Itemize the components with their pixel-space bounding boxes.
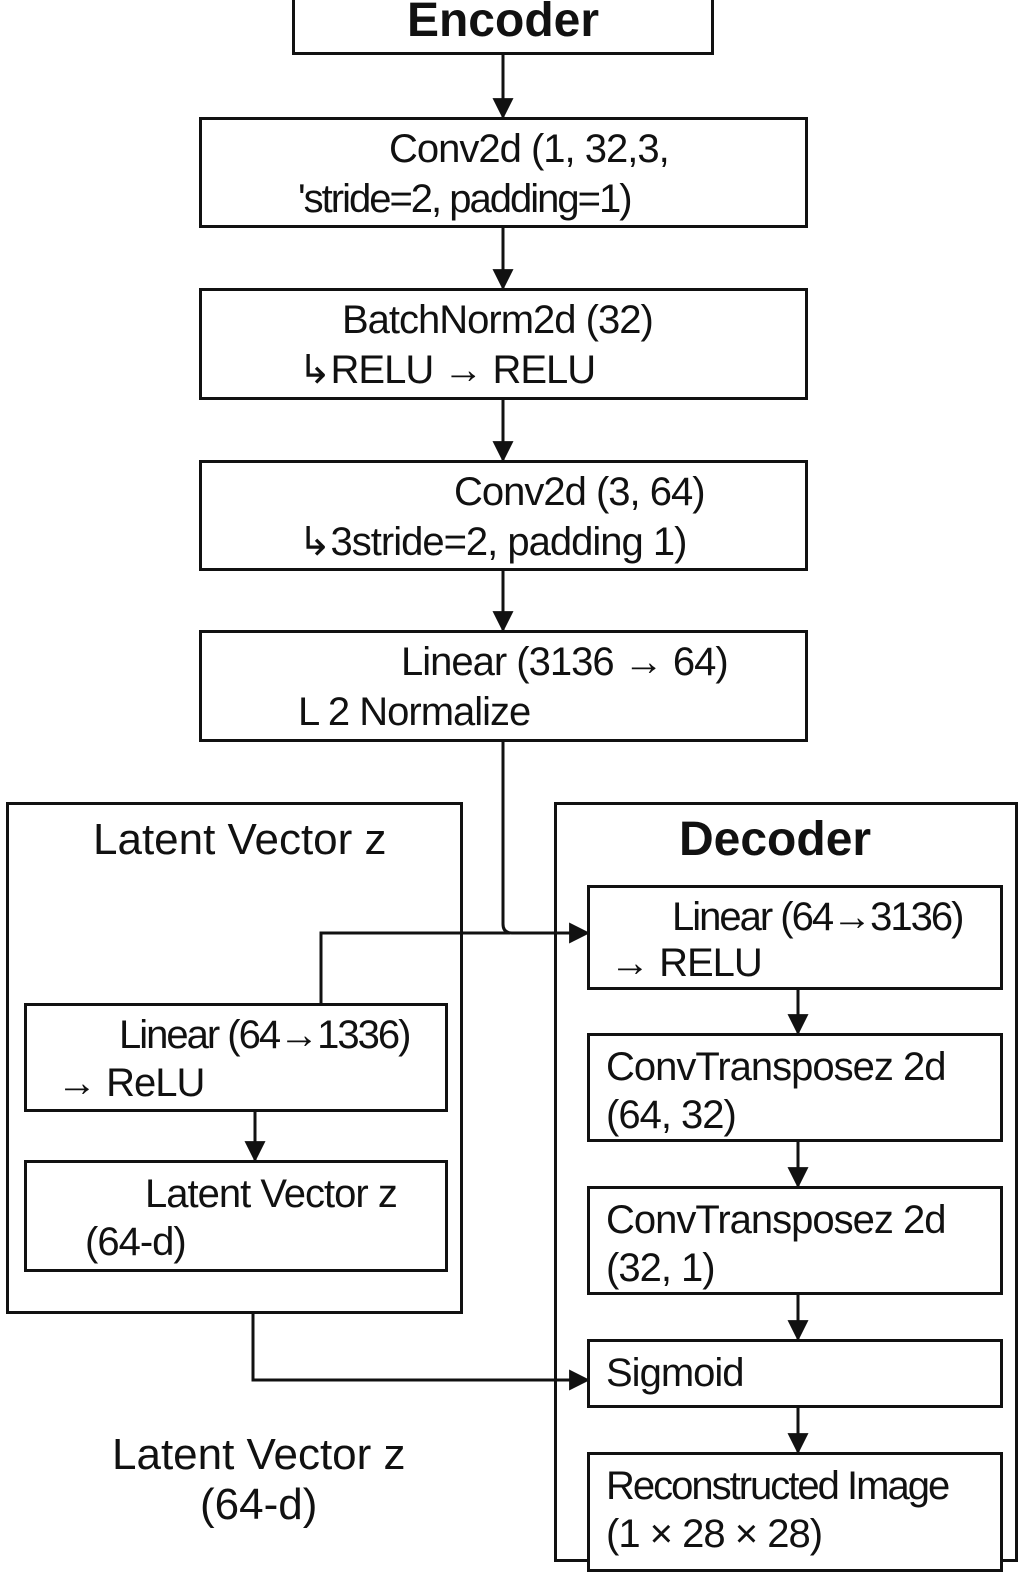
- decoder-panel: Decoder: [554, 802, 1018, 1562]
- decoder-convtranspose-64-32-line2: (64, 32): [606, 1093, 737, 1137]
- bottom-latent-label-line2: (64-d): [200, 1480, 318, 1529]
- decoder-sigmoid-block: Sigmoid: [587, 1339, 1003, 1408]
- arrow-encoder-to-decoder: [501, 742, 591, 944]
- encoder-conv2d-line1: Conv2d (1, 32,3,: [389, 127, 670, 171]
- encoder-batchnorm-block: BatchNorm2d (32) ↳RELU → RELU: [199, 288, 808, 400]
- latent-vector-line1: Latent Vector z: [145, 1172, 398, 1216]
- decoder-convtranspose-64-32-block: ConvTransposez 2d (64, 32): [587, 1033, 1003, 1142]
- latent-panel-title: Latent Vector z: [93, 815, 387, 864]
- encoder-conv2d-64-line2: ↳3stride=2, padding 1): [298, 520, 687, 564]
- latent-linear-line2: → ReLU: [57, 1061, 205, 1105]
- decoder-output-line1: Reconstructed Image: [606, 1464, 950, 1508]
- latent-panel: Latent Vector z: [6, 802, 463, 1314]
- encoder-batchnorm-line2: ↳RELU → RELU: [298, 348, 596, 392]
- decoder-linear-line1: Linear (64→3136): [672, 895, 964, 939]
- line-latent-linear-up: [319, 931, 510, 1003]
- encoder-linear-line2: L 2 Normalize: [298, 690, 531, 734]
- encoder-title: Encoder: [406, 0, 600, 47]
- decoder-convtranspose-32-1-line1: ConvTransposez 2d: [606, 1198, 946, 1242]
- latent-vector-line2: (64-d): [85, 1220, 187, 1264]
- decoder-output-block: Reconstructed Image (1 × 28 × 28): [587, 1452, 1003, 1572]
- decoder-convtranspose-32-1-line2: (32, 1): [606, 1246, 716, 1290]
- encoder-linear-line1: Linear (3136 → 64): [401, 640, 729, 684]
- latent-vector-block: Latent Vector z (64-d): [24, 1160, 448, 1272]
- encoder-conv2d-line2: 'stride=2, padding=1): [298, 177, 633, 221]
- latent-linear-block: Linear (64→1336) → ReLU: [24, 1003, 448, 1112]
- encoder-conv2d-64-line1: Conv2d (3, 64): [454, 470, 706, 514]
- encoder-conv2d-block: Conv2d (1, 32,3, 'stride=2, padding=1): [199, 117, 808, 228]
- encoder-batchnorm-line1: BatchNorm2d (32): [342, 298, 654, 342]
- decoder-output-line2: (1 × 28 × 28): [606, 1512, 823, 1556]
- encoder-linear-block: Linear (3136 → 64) L 2 Normalize: [199, 630, 808, 742]
- latent-linear-line1: Linear (64→1336): [119, 1013, 411, 1057]
- decoder-linear-block: Linear (64→3136) → RELU: [587, 885, 1003, 990]
- decoder-sigmoid-label: Sigmoid: [606, 1351, 745, 1395]
- encoder-conv2d-64-block: Conv2d (3, 64) ↳3stride=2, padding 1): [199, 460, 808, 571]
- decoder-convtranspose-64-32-line1: ConvTransposez 2d: [606, 1045, 946, 1089]
- arrow-latent-to-sigmoid: [251, 1314, 591, 1391]
- bottom-latent-label-line1: Latent Vector z: [112, 1430, 406, 1479]
- encoder-title-box: Encoder: [292, 0, 714, 55]
- decoder-linear-line2: → RELU: [610, 941, 763, 985]
- connection-arrows: [244, 55, 809, 1455]
- decoder-title: Decoder: [679, 813, 872, 866]
- decoder-convtranspose-32-1-block: ConvTransposez 2d (32, 1): [587, 1186, 1003, 1295]
